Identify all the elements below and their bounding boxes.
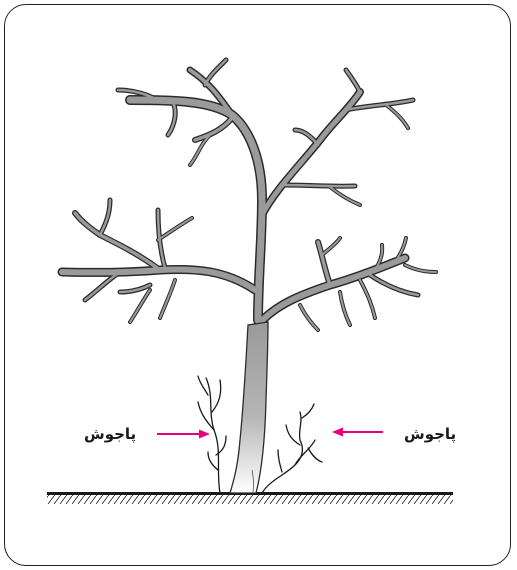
left-arrow [157,430,210,439]
ground [47,492,453,504]
sucker-label-left: پاجوش [84,424,136,444]
tree-trunk [230,322,268,493]
right-sucker [262,404,322,493]
tree-crown [62,60,436,330]
sucker-label-right: پاجوش [404,424,456,444]
right-arrow [332,428,383,437]
